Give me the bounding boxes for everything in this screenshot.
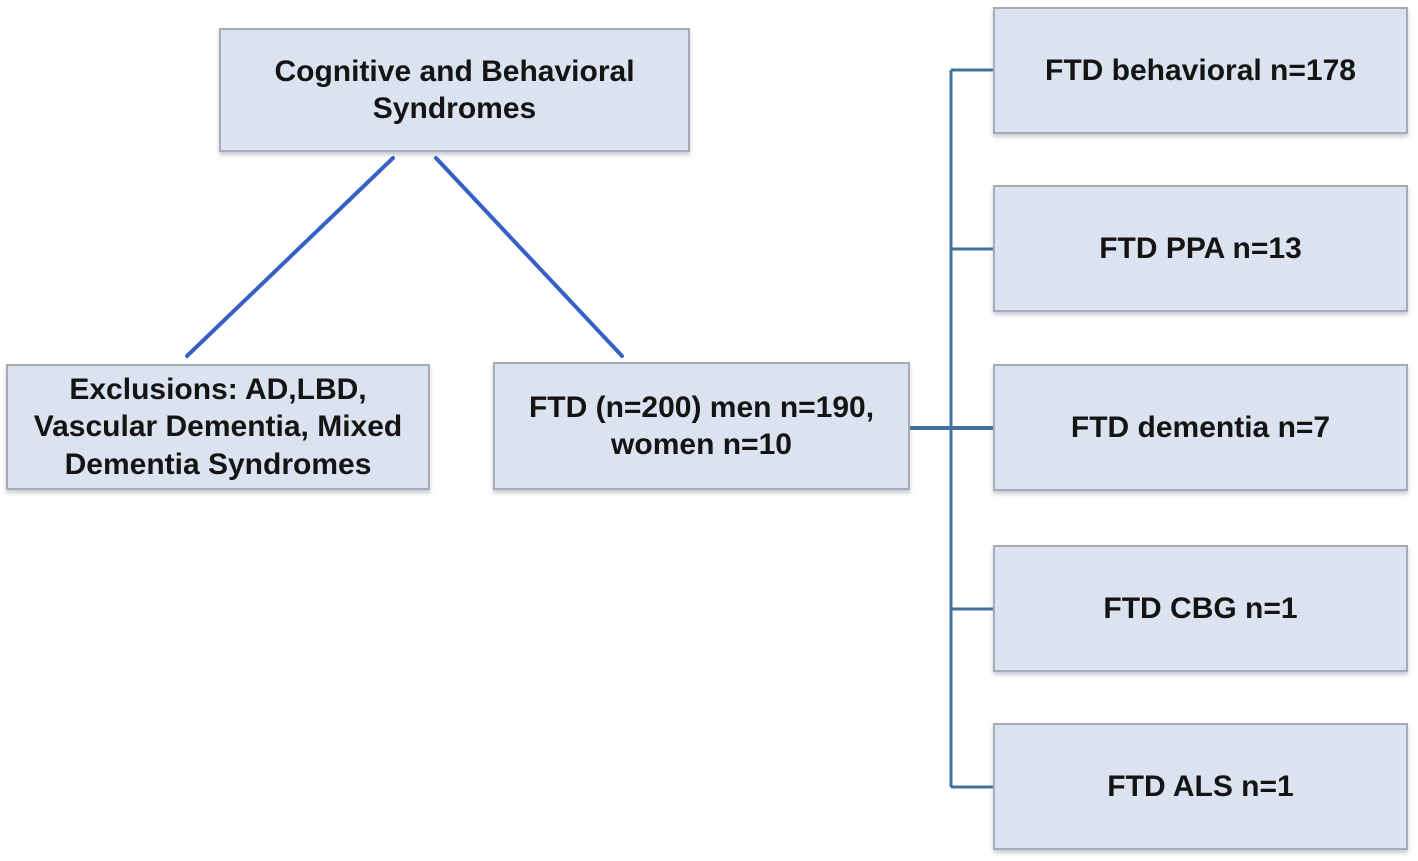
edge-root-to-ftd <box>434 156 624 358</box>
node-label-line: FTD dementia n=7 <box>1070 410 1331 444</box>
node-ftd-ppa: FTD PPA n=13 <box>993 185 1408 312</box>
node-ftd-cohort: FTD (n=200) men n=190, women n=10 <box>493 362 910 490</box>
node-ftd-behavioral: FTD behavioral n=178 <box>993 7 1408 134</box>
node-label-line: Vascular Dementia, Mixed <box>33 410 403 444</box>
node-ftd-dementia: FTD dementia n=7 <box>993 364 1408 491</box>
node-exclusions: Exclusions: AD,LBD, Vascular Dementia, M… <box>6 364 430 490</box>
node-ftd-cbg: FTD CBG n=1 <box>993 545 1408 672</box>
node-label-line: FTD ALS n=1 <box>1107 769 1294 803</box>
node-cognitive-behavioral-syndromes: Cognitive and Behavioral Syndromes <box>219 28 690 152</box>
node-label-line: FTD behavioral n=178 <box>1045 53 1356 87</box>
edge-root-to-exclusions <box>185 156 395 358</box>
node-ftd-als: FTD ALS n=1 <box>993 723 1408 850</box>
node-label-line: FTD CBG n=1 <box>1103 591 1298 625</box>
node-label-line: Dementia Syndromes <box>64 447 372 481</box>
node-label-line: Exclusions: AD,LBD, <box>69 372 367 406</box>
node-label-line: women n=10 <box>611 428 792 461</box>
node-label-line: Cognitive and Behavioral <box>274 54 635 88</box>
node-label-line: FTD PPA n=13 <box>1099 231 1302 265</box>
node-label-line: FTD (n=200) men n=190, <box>528 390 875 424</box>
node-label-line: Syndromes <box>372 92 537 125</box>
